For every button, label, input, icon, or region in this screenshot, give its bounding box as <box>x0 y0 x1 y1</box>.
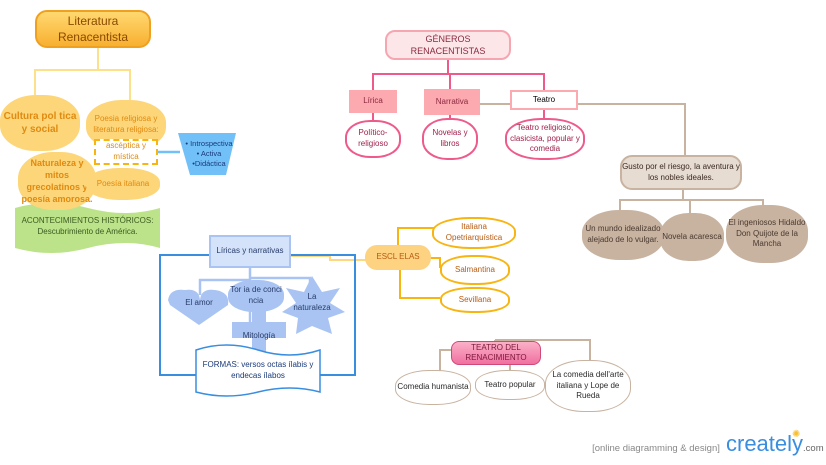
acontecimientos-title: ACONTECIMIENTOS HISTÓRICOS: <box>21 216 154 226</box>
generos-node[interactable]: GÉNEROS RENACENTISTAS <box>385 30 511 60</box>
quijote-node[interactable]: El ingeniosos Hidaldo Don Quijote de la … <box>726 205 808 263</box>
cross-shape <box>232 310 286 358</box>
root-node[interactable]: Literatura Renacentista <box>35 10 151 48</box>
trait: •Didáctica <box>192 158 226 168</box>
teoria-node[interactable]: Tor ia de conci ncia <box>228 280 284 312</box>
amor-node[interactable]: El amor <box>185 297 213 307</box>
creately-logo[interactable]: ✺ creately .com <box>726 428 824 460</box>
escuela-item[interactable]: Italiana Opetriarquística <box>432 217 516 249</box>
escuela-item[interactable]: Salmantina <box>440 255 510 285</box>
bulb-icon: ✺ <box>792 429 801 440</box>
novela-node[interactable]: Novela acaresca <box>660 213 724 261</box>
lirica-sub-node[interactable]: Político-religioso <box>345 120 401 158</box>
logo-suffix: .com <box>803 442 824 454</box>
teatro-ren-item[interactable]: Teatro popular <box>475 370 545 400</box>
escuela-item[interactable]: Sevillana <box>440 287 510 313</box>
descubrimiento-text: Descubrimiento de América. <box>37 227 138 236</box>
teatro-ren-item[interactable]: La comedia dell'arte italiana y Lope de … <box>545 360 631 412</box>
narrativa-sub-node[interactable]: Novelas y libros <box>422 118 478 160</box>
lirica-node[interactable]: Lírica <box>349 90 397 113</box>
traits-node[interactable]: • Introspectiva • Activa •Didáctica <box>184 136 234 172</box>
escuelas-node[interactable]: ESCL ELAS <box>365 245 431 270</box>
naturaleza-sun-node[interactable]: La naturaleza <box>293 292 331 312</box>
trait: • Introspectiva <box>185 139 233 149</box>
cultura-node[interactable]: Cultura pol tica y social <box>0 95 80 151</box>
formas-node[interactable]: FORMAS: versos octas ílabis y endecas íl… <box>202 360 314 380</box>
teatro-node[interactable]: Teatro <box>510 90 578 110</box>
mundo-node[interactable]: Un mundo idealizado alejado de lo vulgar… <box>582 210 664 260</box>
heart-shape <box>168 289 229 325</box>
acontecimientos-node[interactable]: ACONTECIMIENTOS HISTÓRICOS: Descubrimien… <box>15 210 160 244</box>
gusto-node[interactable]: Gusto por el riesgo, la aventura y los n… <box>620 155 742 190</box>
sun-shape <box>282 276 345 334</box>
mitologia-node[interactable]: Mitología <box>242 330 276 340</box>
footer-tagline: [online diagramming & design] <box>592 442 720 454</box>
teatro-ren-node[interactable]: TEATRO DEL RENACIMIENTO <box>451 341 541 365</box>
logo-text: creately <box>726 431 804 457</box>
asceptica-node[interactable]: ascéptica y mística <box>94 139 158 165</box>
naturaleza-node[interactable]: Naturaleza y mitos grecolatinos y poesía… <box>18 152 96 210</box>
teatro-sub-node[interactable]: Teatro religioso, clasicista, popular y … <box>505 118 585 160</box>
narrativa-node[interactable]: Narrativa <box>424 89 480 115</box>
poesia-italiana-node[interactable]: Poesía italiana <box>86 168 160 200</box>
teatro-ren-item[interactable]: Comedia humanista <box>395 370 471 405</box>
trait: • Activa <box>196 149 222 159</box>
liricas-node[interactable]: Líricas y narrativas <box>209 235 291 268</box>
